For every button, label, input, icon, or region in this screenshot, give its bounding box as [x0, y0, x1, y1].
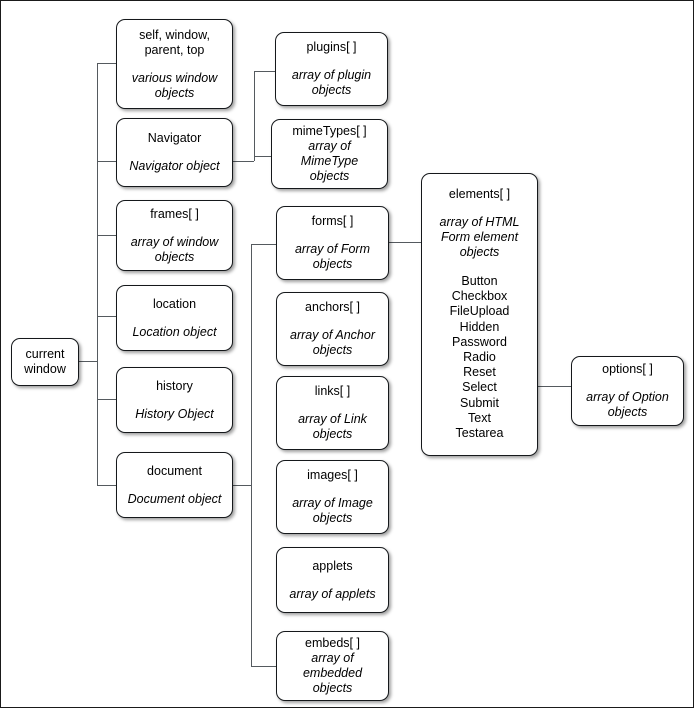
node-description: array of embedded objects — [302, 651, 363, 695]
node-images[interactable]: images[ ] array of Image objects — [276, 460, 389, 534]
node-title: forms[ ] — [311, 214, 354, 228]
connector-window-stub-navigator — [97, 161, 116, 162]
form-element-type: Text — [468, 410, 491, 425]
node-plugins[interactable]: plugins[ ] array of plugin objects — [275, 32, 388, 106]
node-location[interactable]: location Location object — [116, 285, 233, 351]
node-description: array of applets — [289, 586, 376, 601]
node-description: array of plugin objects — [291, 68, 372, 97]
node-navigator[interactable]: Navigator Navigator object — [116, 118, 233, 187]
connector-window-stub-frames — [97, 235, 116, 236]
node-description: Location object — [132, 324, 217, 339]
node-title: document — [147, 463, 202, 478]
node-title: links[ ] — [314, 384, 351, 398]
node-title: self, window, parent, top — [139, 27, 210, 57]
form-element-type: Password — [452, 334, 507, 349]
connector-window-stub-self — [97, 63, 116, 64]
connector-document-spine — [251, 244, 252, 666]
connector-navigator-stub-mimetypes — [254, 156, 275, 157]
connector-document-trunk — [233, 485, 252, 486]
node-title: history — [156, 378, 193, 393]
node-description: array of HTML Form element objects — [439, 215, 520, 259]
connector-window-stub-location — [97, 316, 116, 317]
connector-forms-to-elements — [389, 242, 422, 243]
connector-document-stub-forms — [251, 244, 276, 245]
node-title: Navigator — [147, 131, 202, 145]
connector-navigator-trunk — [233, 161, 254, 162]
form-element-type: Testarea — [455, 426, 504, 441]
form-element-type: FileUpload — [449, 304, 510, 319]
node-options[interactable]: options[ ] array of Option objects — [571, 356, 684, 426]
node-history[interactable]: history History Object — [116, 367, 233, 433]
node-title: applets — [312, 558, 353, 573]
node-title: embeds[ ] — [305, 636, 360, 650]
node-description: array of window objects — [130, 234, 219, 264]
node-current-window[interactable]: current window — [11, 338, 79, 386]
node-description: various window objects — [131, 70, 218, 100]
node-description: array of MimeType objects — [300, 139, 359, 183]
node-description: Navigator object — [129, 159, 220, 173]
node-title: frames[ ] — [150, 206, 199, 221]
connector-root-trunk — [79, 361, 97, 362]
node-title: location — [152, 296, 197, 311]
form-element-type: Reset — [463, 365, 496, 380]
connector-navigator-stub-plugins — [254, 71, 275, 72]
connector-window-stub-history — [97, 399, 116, 400]
form-element-type-list: Button Checkbox FileUpload Hidden Passwo… — [450, 274, 510, 441]
node-title: options[ ] — [602, 362, 653, 376]
connector-navigator-spine — [254, 71, 255, 161]
node-title: elements[ ] — [448, 187, 511, 201]
form-element-type: Select — [462, 380, 497, 395]
node-applets[interactable]: applets array of applets — [276, 547, 389, 613]
node-mimetypes[interactable]: mimeTypes[ ] array of MimeType objects — [271, 119, 388, 189]
node-title: anchors[ ] — [305, 300, 360, 314]
node-title: current window — [24, 347, 66, 376]
node-self-window-parent-top[interactable]: self, window, parent, top various window… — [116, 19, 233, 109]
node-description: array of Anchor objects — [290, 328, 375, 357]
node-description: Document object — [127, 491, 222, 506]
node-description: History Object — [135, 406, 214, 421]
node-title: mimeTypes[ ] — [292, 124, 367, 138]
node-title: plugins[ ] — [306, 40, 357, 54]
connector-elements-to-options — [538, 386, 572, 387]
node-frames[interactable]: frames[ ] array of window objects — [116, 200, 233, 271]
node-description: array of Option objects — [586, 390, 669, 419]
node-anchors[interactable]: anchors[ ] array of Anchor objects — [276, 292, 389, 366]
node-title: images[ ] — [307, 468, 358, 482]
node-elements[interactable]: elements[ ] array of HTML Form element o… — [421, 173, 538, 456]
connector-window-stub-document — [97, 485, 116, 486]
form-element-type: Hidden — [459, 319, 500, 334]
form-element-type: Radio — [463, 350, 496, 365]
node-description: array of Image objects — [292, 496, 373, 525]
node-description: array of Link objects — [298, 412, 367, 441]
node-document[interactable]: document Document object — [116, 452, 233, 518]
form-element-type: Button — [461, 274, 498, 288]
connector-document-stub-embeds — [251, 666, 276, 667]
node-forms[interactable]: forms[ ] array of Form objects — [276, 206, 389, 280]
node-links[interactable]: links[ ] array of Link objects — [276, 376, 389, 450]
form-element-type: Checkbox — [451, 289, 508, 304]
form-element-type: Submit — [460, 395, 499, 410]
connector-window-spine — [97, 63, 98, 486]
node-embeds[interactable]: embeds[ ] array of embedded objects — [276, 631, 389, 701]
node-description: array of Form objects — [294, 242, 370, 271]
